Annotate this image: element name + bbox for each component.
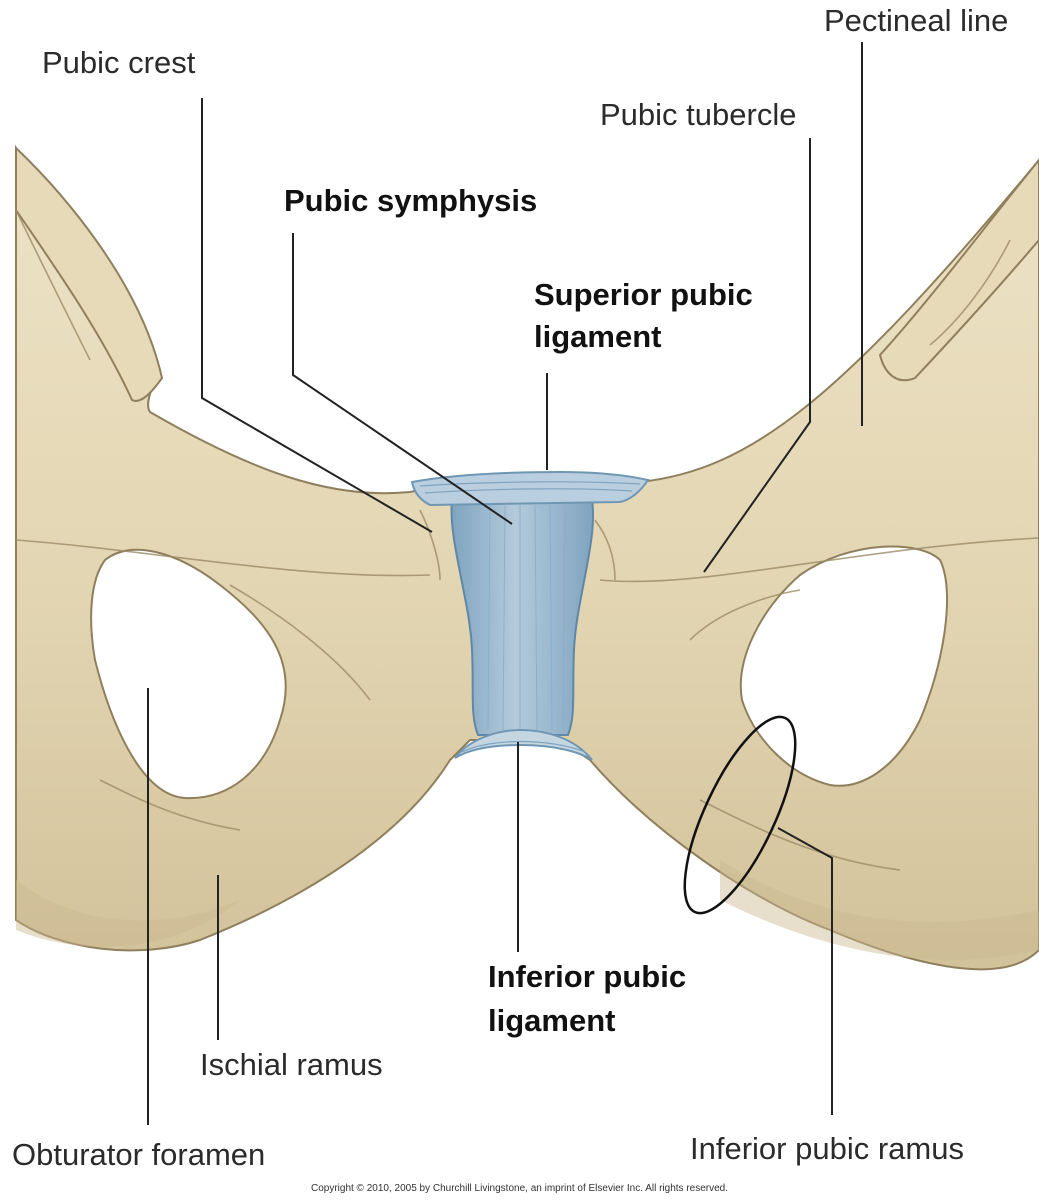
pubic-symphysis	[450, 499, 594, 736]
label-ischial-ramus: Ischial ramus	[200, 1047, 383, 1082]
label-pubic-symphysis: Pubic symphysis	[284, 183, 538, 218]
label-inferior-pubic-ramus: Inferior pubic ramus	[690, 1131, 964, 1166]
bone-contours	[15, 209, 1039, 871]
label-pubic-tubercle: Pubic tubercle	[600, 97, 797, 132]
bone-shadow	[16, 860, 1039, 960]
inferior-pubic-ramus-marker	[683, 715, 797, 915]
label-pectineal-line: Pectineal line	[824, 3, 1009, 38]
label-obturator-foramen: Obturator foramen	[12, 1137, 266, 1172]
leader-lines	[147, 42, 863, 1125]
leader-pubic-symphysis	[292, 233, 513, 525]
label-pubic-crest: Pubic crest	[42, 45, 196, 80]
label-inferior-pubic-ligament-line1: Inferior pubic	[488, 959, 687, 994]
symphysis-striations	[487, 504, 566, 731]
copyright-notice: Copyright © 2010, 2005 by Churchill Livi…	[310, 1183, 729, 1194]
label-superior-pubic-ligament-line1: Superior pubic	[534, 277, 753, 312]
label-superior-pubic-ligament-line2: ligament	[534, 319, 662, 354]
leader-pubic-tubercle	[703, 138, 811, 573]
inferior-ligament-fibers	[461, 740, 586, 753]
right-iliac-wing	[878, 158, 1039, 382]
left-iliac-wing	[15, 145, 164, 402]
inferior-pubic-ligament	[454, 728, 593, 761]
leader-pubic-crest	[201, 98, 433, 533]
leader-inferior-pubic-ramus	[777, 827, 833, 1115]
superior-ligament-fibers	[419, 481, 641, 494]
label-inferior-pubic-ligament-line2: ligament	[488, 1003, 616, 1038]
